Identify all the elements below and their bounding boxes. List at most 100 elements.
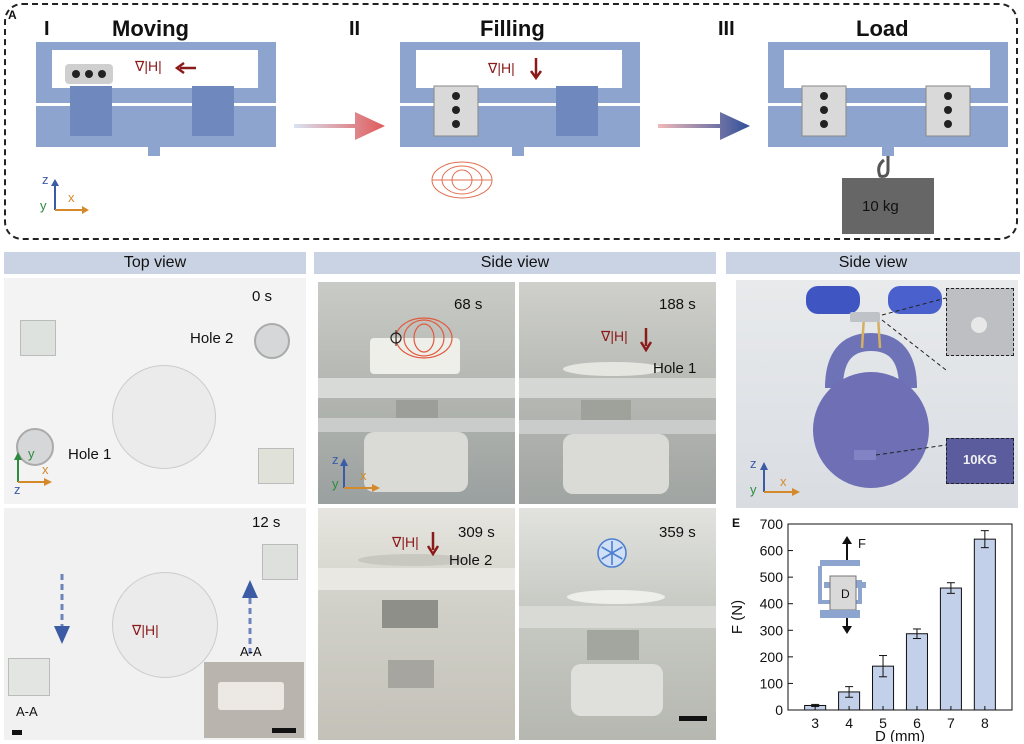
bar-8 [973, 538, 996, 711]
chart-inset-schematic [818, 536, 866, 634]
hole-2-label: Hole 2 [190, 330, 234, 347]
axis-y-label-a: y [40, 198, 47, 213]
stage-2-device [400, 42, 640, 199]
gradient-188s: ∇|H| [601, 328, 628, 344]
down-arrow-309s [426, 532, 440, 556]
axis-z-label-c: z [332, 452, 339, 467]
axis-z-label-a: z [42, 172, 49, 187]
stage-2-title: Filling [480, 16, 545, 41]
y-tick-label: 0 [775, 702, 783, 718]
axis-z-label-b: z [14, 482, 21, 497]
panel-b-header-text: Top view [123, 254, 187, 271]
panel-d-header: Side view [726, 252, 1020, 274]
hole-2-photo [254, 323, 290, 359]
panel-c-header: Side view [314, 252, 716, 274]
time-309s: 309 s [458, 524, 495, 541]
hole-1-label: Hole 1 [68, 446, 112, 463]
x-tick-label: 7 [947, 715, 955, 731]
hole-1-photo [16, 428, 54, 466]
stage-3-roman: III [718, 18, 735, 40]
base-plug [364, 432, 468, 492]
glove-left [806, 286, 860, 314]
panel-e-letter: E [732, 516, 741, 530]
side-view-309s: ∇|H| Hole 2 309 s [318, 508, 515, 740]
chart-frame [787, 523, 1013, 711]
y-tick-label: 700 [760, 516, 784, 532]
chart-inset-force-label: F [858, 536, 866, 551]
section-inset-label: A-A [240, 644, 262, 659]
down-arrow-dashed [54, 574, 70, 644]
y-tick-label: 100 [760, 675, 784, 691]
axis-x-label-b: x [42, 462, 49, 477]
chart-inset-diameter-label: D [841, 587, 850, 601]
stage-3-title: Load [856, 16, 909, 41]
hole-2-label-c: Hole 2 [449, 552, 493, 569]
panel-a-letter: A [8, 8, 17, 22]
axis-x-label-c: x [360, 468, 367, 483]
x-tick-label: 8 [981, 715, 989, 731]
axis-x-label-a: x [68, 190, 75, 205]
stage-1-device [36, 42, 276, 156]
side-view-68s: 68 s z y x [318, 282, 515, 504]
inset-zoom-label: 10KG [946, 438, 1014, 484]
cube-moving [262, 544, 298, 580]
side-view-188s: 188 s ∇|H| Hole 1 [519, 282, 716, 504]
panel-d-header-text: Side view [838, 254, 908, 271]
time-0s: 0 s [252, 288, 273, 305]
panel-a-schematic [36, 42, 1008, 234]
kettlebell-drawing [813, 297, 947, 488]
weight-block [842, 178, 934, 234]
gradient-12s: ∇|H| [132, 622, 159, 638]
hole-1 [70, 86, 112, 136]
hook [877, 156, 890, 178]
inset-10kg-label: 10KG [963, 452, 997, 467]
section-left-label: A-A [16, 704, 38, 719]
axis-y-label-b: y [28, 446, 35, 461]
axes-indicator-d [760, 462, 800, 496]
snowflake-icon [597, 538, 627, 568]
x-axis-label: D (mm) [875, 728, 925, 742]
down-arrow-188s [639, 328, 653, 352]
glove-right [888, 286, 942, 314]
cube-1 [20, 320, 56, 356]
hole-2 [192, 86, 234, 136]
up-arrow-dashed [242, 580, 258, 654]
gradient-309s: ∇|H| [392, 534, 419, 550]
time-12s: 12 s [252, 514, 281, 531]
x-tick-label: 6 [913, 715, 921, 731]
time-68s: 68 s [454, 296, 483, 313]
axis-y-label-c: y [332, 476, 339, 491]
scale-bar-c [679, 716, 707, 721]
x-tick-label: 4 [845, 715, 853, 731]
x-tick-label: 5 [879, 715, 887, 731]
axis-z-label-d: z [750, 456, 757, 471]
axis-x-label-d: x [780, 474, 787, 489]
plate-bottom [318, 418, 515, 432]
plate-top [318, 378, 515, 398]
stage-2-roman: II [349, 18, 361, 40]
side-view-359s: 359 s [519, 508, 716, 740]
x-tick-label: 3 [811, 715, 819, 731]
inset-zoom-top [946, 288, 1014, 356]
stage-1-title: Moving [112, 16, 189, 41]
cube-bottom-left [8, 658, 50, 696]
magnet-disc [112, 365, 216, 469]
section-inset-photo [204, 662, 304, 738]
magnet-field-lines [431, 161, 493, 199]
time-359s: 359 s [659, 524, 696, 541]
y-axis-label: F (N) [729, 600, 746, 634]
stage-1-gradient: ∇|H| [135, 58, 162, 74]
axes-indicator-a [51, 179, 89, 214]
magnet-disc-2 [112, 572, 218, 678]
inset-cube [218, 682, 284, 710]
y-tick-label: 300 [760, 622, 784, 638]
panel-c-header-text: Side view [480, 254, 550, 271]
stage-2-gradient: ∇|H| [488, 60, 515, 76]
y-tick-label: 200 [760, 649, 784, 665]
scale-bar-left [12, 730, 22, 735]
cube-2 [258, 448, 294, 484]
axes-indicator-b [14, 452, 52, 486]
panel-a-frame [4, 3, 1018, 240]
kettlebell-photo: 10KG z y x [736, 280, 1018, 508]
panel-b-header: Top view [4, 252, 306, 274]
